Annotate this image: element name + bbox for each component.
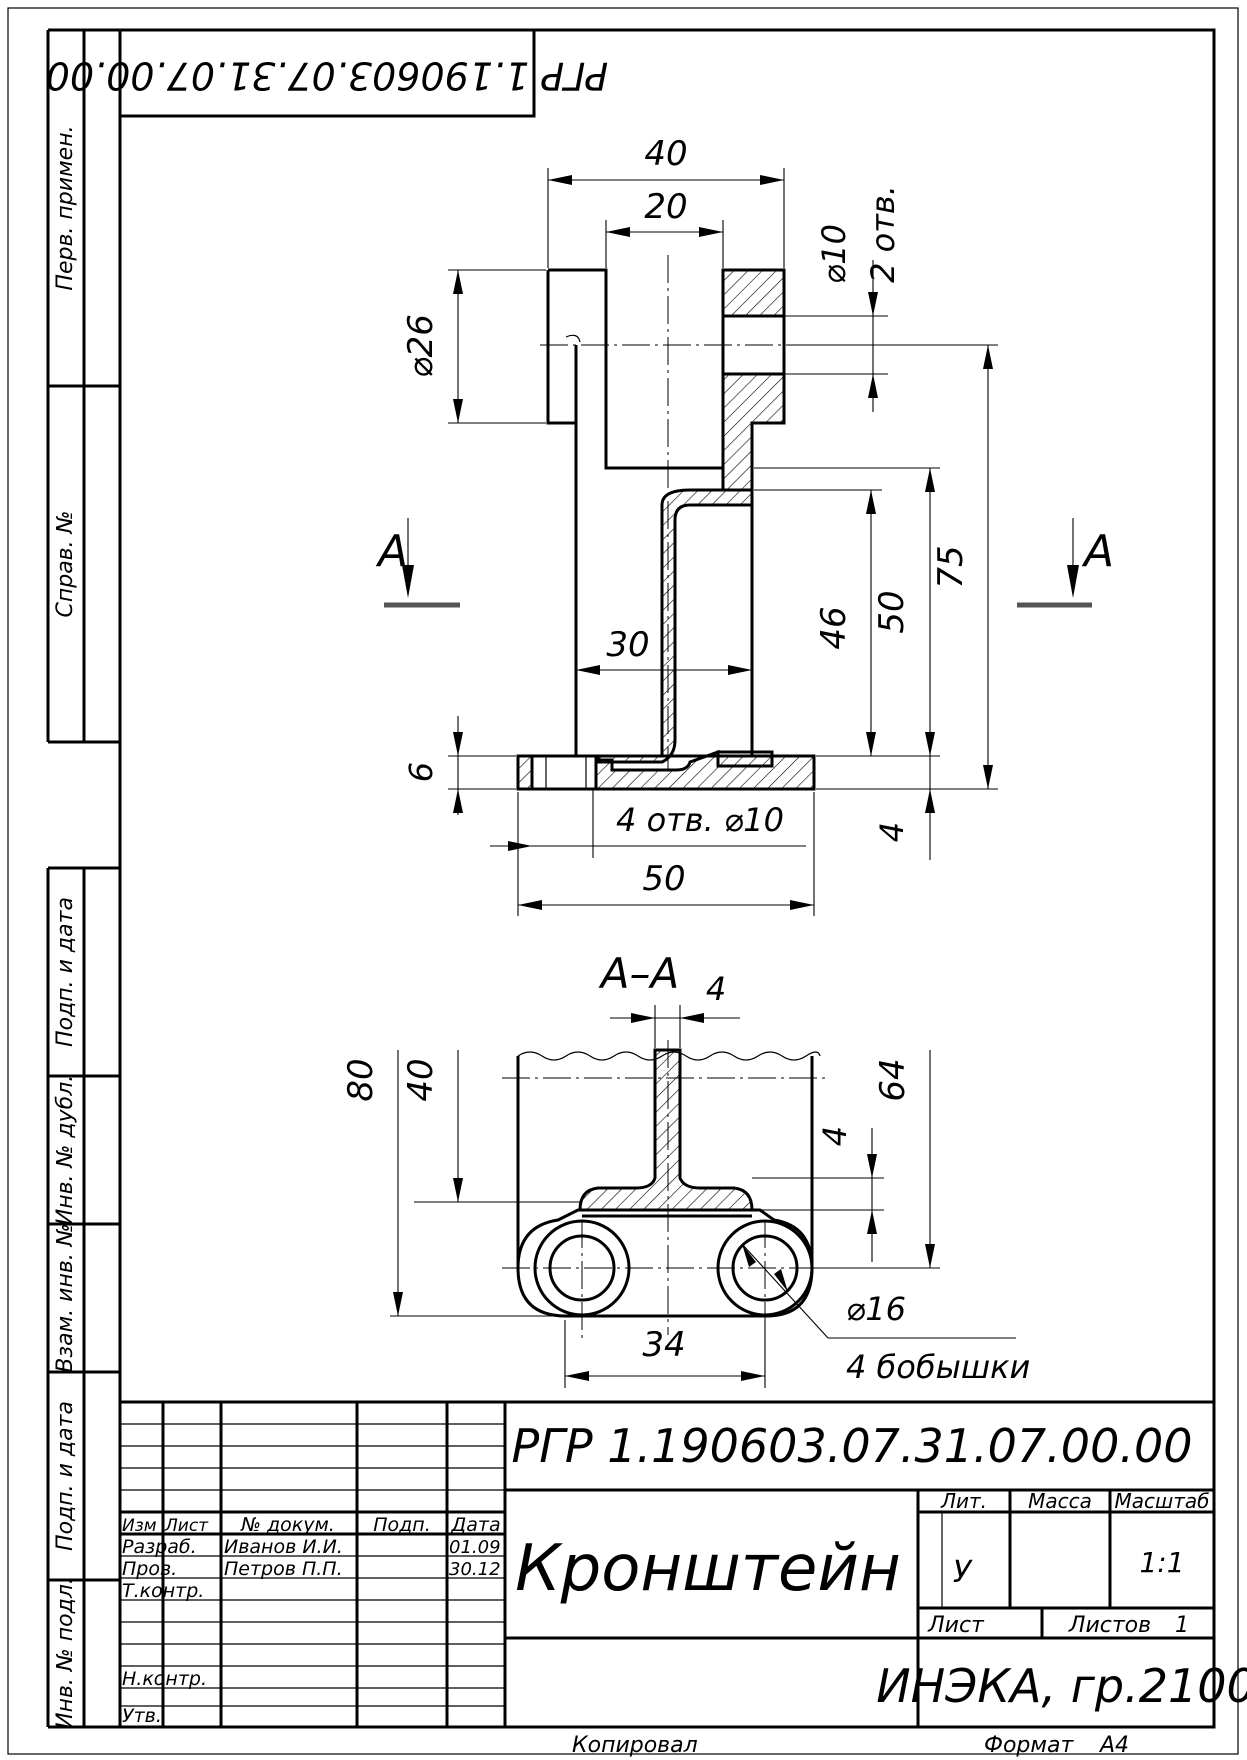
- svg-text:01.09: 01.09: [449, 1537, 501, 1558]
- section-view: А–А 4: [341, 949, 1030, 1388]
- svg-text:Утв.: Утв.: [122, 1705, 162, 1727]
- front-view: А А 40 20: [375, 134, 1114, 916]
- svg-text:4 бобышки: 4 бобышки: [846, 1348, 1030, 1386]
- dim-34: 34: [564, 1320, 766, 1388]
- svg-text:4: 4: [873, 822, 911, 842]
- side-sprav-no: Справ. №: [53, 510, 78, 617]
- footer-copied: Копировал: [572, 1733, 698, 1758]
- dim-64: 64: [812, 1050, 940, 1269]
- title-block: РГР 1.190603.07.31.07.00.00 Кронштейн Из…: [118, 1400, 1247, 1729]
- footer-format-label: Формат: [984, 1733, 1074, 1758]
- dim-46: 46: [754, 489, 940, 757]
- dim-4-front: 4: [873, 822, 911, 842]
- svg-text:Пров.: Пров.: [122, 1558, 177, 1580]
- dim-20: 20: [605, 187, 724, 268]
- dim-75: 75: [790, 344, 998, 790]
- svg-text:50: 50: [642, 859, 685, 899]
- dim-6: 6: [402, 716, 516, 815]
- tb-part-name: Кронштейн: [515, 1532, 901, 1606]
- svg-text:30: 30: [606, 625, 649, 665]
- side-perv-primen: Перв. примен.: [53, 125, 78, 290]
- svg-text:Лит.: Лит.: [940, 1489, 987, 1513]
- dim-d10-2holes: ⌀10 2 отв.: [784, 185, 902, 412]
- svg-text:1: 1: [1175, 1613, 1189, 1638]
- svg-text:4: 4: [706, 970, 726, 1008]
- section-mark-right: А: [1017, 518, 1114, 608]
- svg-text:1:1: 1:1: [1139, 1546, 1184, 1579]
- svg-text:Изм: Изм: [122, 1516, 157, 1536]
- dim-30: 30: [576, 625, 752, 675]
- svg-text:64: 64: [873, 1058, 913, 1101]
- svg-text:⌀16: ⌀16: [846, 1290, 906, 1328]
- side-columns: Перв. примен. Справ. № Подп. и дата Инв.…: [46, 28, 120, 1729]
- svg-text:⌀26: ⌀26: [401, 314, 441, 378]
- svg-text:Петров П.П.: Петров П.П.: [224, 1558, 343, 1580]
- svg-text:Т.контр.: Т.контр.: [122, 1580, 204, 1602]
- svg-text:№ докум.: № докум.: [240, 1514, 335, 1536]
- svg-text:Подп.: Подп.: [373, 1514, 431, 1536]
- svg-text:40: 40: [644, 134, 687, 174]
- svg-text:Разраб.: Разраб.: [122, 1536, 197, 1558]
- dim-4-rib: 4: [610, 970, 740, 1048]
- svg-text:50: 50: [872, 590, 912, 633]
- svg-text:Листов: Листов: [1068, 1613, 1151, 1638]
- dim-40: 40: [547, 134, 785, 268]
- dim-4-flange: 4: [752, 1126, 884, 1262]
- side-inv-podl: Инв. № подл.: [53, 1577, 78, 1729]
- svg-text:Н.контр.: Н.контр.: [122, 1668, 207, 1690]
- section-title: А–А: [598, 949, 679, 998]
- dim-50-bottom: 50: [517, 792, 815, 916]
- svg-text:Лист: Лист: [164, 1516, 209, 1536]
- side-vzam-inv: Взам. инв. №: [53, 1223, 78, 1372]
- svg-text:Дата: Дата: [450, 1514, 500, 1536]
- svg-text:75: 75: [931, 545, 971, 588]
- svg-text:80: 80: [341, 1058, 381, 1101]
- svg-text:40: 40: [401, 1058, 441, 1101]
- svg-text:У: У: [953, 1555, 973, 1590]
- svg-text:20: 20: [644, 187, 687, 227]
- svg-text:6: 6: [402, 762, 440, 782]
- rotated-stamp-code: РГР 1.190603.07.31.07.00.00: [46, 54, 609, 98]
- side-podp-data-top: Подп. и дата: [53, 897, 78, 1047]
- side-podp-data-bottom: Подп. и дата: [53, 1401, 78, 1551]
- svg-text:34: 34: [642, 1325, 685, 1365]
- dim-50: 50: [754, 467, 940, 860]
- tb-organization: ИНЭКА, гр.2100: [876, 1659, 1247, 1713]
- svg-text:46: 46: [814, 606, 854, 649]
- svg-text:4: 4: [816, 1126, 854, 1146]
- svg-text:4 отв. ⌀10: 4 отв. ⌀10: [616, 801, 784, 839]
- dim-80: 80: [341, 1050, 564, 1317]
- tb-designation: РГР 1.190603.07.31.07.00.00: [512, 1419, 1193, 1473]
- svg-text:Масса: Масса: [1028, 1489, 1092, 1513]
- svg-text:Лист: Лист: [927, 1613, 985, 1638]
- dim-d16-leader: ⌀16 4 бобышки: [741, 1243, 1030, 1386]
- section-mark-left: А: [375, 518, 460, 608]
- rotated-stamp: РГР 1.190603.07.31.07.00.00: [46, 28, 609, 118]
- dim-d26: ⌀26: [401, 269, 546, 424]
- sheet-trim-border: [7, 7, 1239, 1755]
- svg-text:А: А: [375, 526, 408, 577]
- dim-4holes: 4 отв. ⌀10: [490, 789, 806, 858]
- svg-text:А: А: [1081, 526, 1114, 577]
- svg-text:⌀10: ⌀10: [815, 224, 853, 284]
- svg-text:Масштаб: Масштаб: [1114, 1489, 1209, 1513]
- footer-format-value: А4: [1098, 1733, 1129, 1758]
- svg-text:Иванов И.И.: Иванов И.И.: [224, 1536, 343, 1558]
- svg-text:2 отв.: 2 отв.: [864, 185, 902, 283]
- svg-text:30.12: 30.12: [449, 1559, 501, 1580]
- dim-40-section: 40: [401, 1050, 580, 1203]
- side-inv-dubl: Инв. № дубл.: [53, 1075, 78, 1226]
